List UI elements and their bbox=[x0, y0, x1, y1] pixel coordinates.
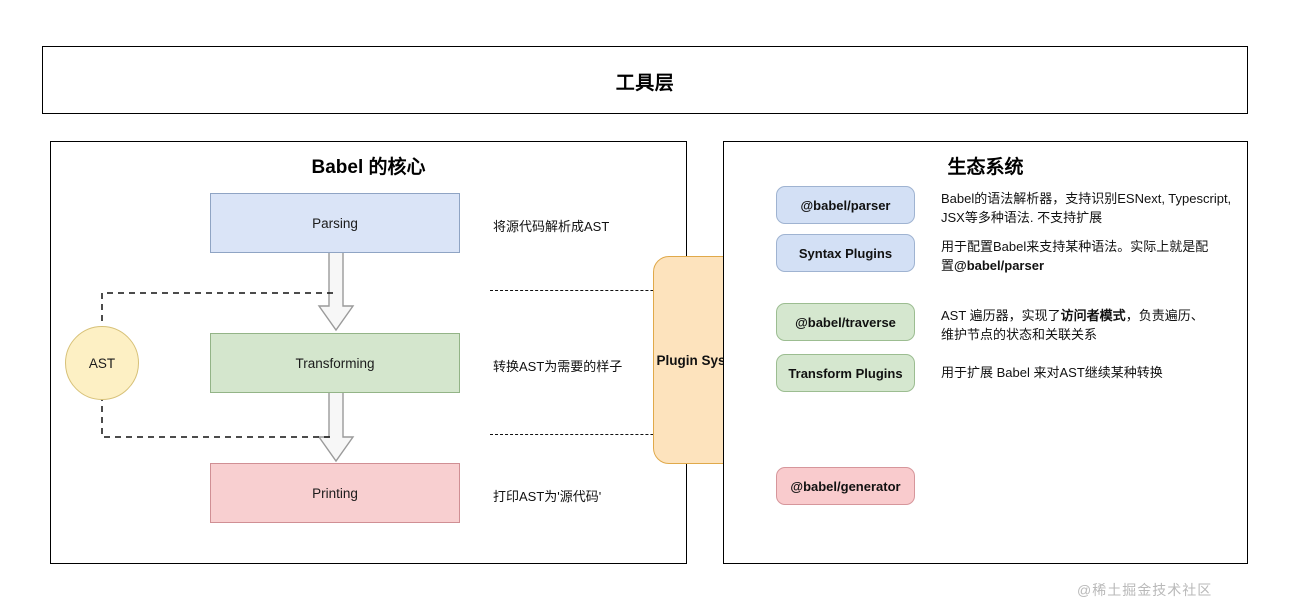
desc-line-1: 用于扩展 Babel 来对AST继续某种转换 bbox=[941, 365, 1163, 380]
step-box-transforming[interactable]: Transforming bbox=[210, 333, 460, 393]
desc-line-2-prefix: 置 bbox=[941, 258, 955, 273]
ecosystem-title: 生态系统 bbox=[947, 157, 1024, 178]
step-label-transforming: Transforming bbox=[295, 355, 375, 371]
arrow-parsing-to-transforming bbox=[316, 251, 356, 334]
ecosystem-pill-babel-traverse[interactable]: @babel/traverse bbox=[776, 303, 915, 341]
ecosystem-pill-babel-generator[interactable]: @babel/generator bbox=[776, 467, 915, 505]
tool-layer-banner: 工具层 bbox=[42, 46, 1248, 114]
ecosystem-pill-label: Transform Plugins bbox=[788, 365, 903, 381]
desc-line-1: Babel的语法解析器，支持识别ESNext, Typescript, bbox=[941, 191, 1232, 206]
desc-line-1-part-b: ，负责遍历、 bbox=[1125, 308, 1204, 323]
desc-line-1-bold: 访问者模式 bbox=[1060, 308, 1126, 323]
ecosystem-pill-transform-plugins[interactable]: Transform Plugins bbox=[776, 354, 915, 392]
desc-line-1-part-a: AST 遍历器，实现了 bbox=[941, 308, 1061, 323]
ecosystem-pill-babel-parser[interactable]: @babel/parser bbox=[776, 186, 915, 224]
step-label-printing: Printing bbox=[312, 485, 358, 501]
desc-line-2: 维护节点的状态和关联关系 bbox=[941, 327, 1098, 342]
ecosystem-pill-label: @babel/generator bbox=[790, 478, 901, 494]
watermark: @稀土掘金技术社区 bbox=[1077, 582, 1213, 598]
ecosystem-pill-label: @babel/parser bbox=[800, 197, 891, 213]
step-label-parsing: Parsing bbox=[312, 215, 358, 231]
ecosystem-desc-syntax-plugins: 用于配置Babel来支持某种语法。实际上就是配 置@babel/parser bbox=[941, 237, 1241, 275]
tool-layer-title: 工具层 bbox=[615, 73, 675, 94]
desc-line-2-bold: @babel/parser bbox=[954, 258, 1045, 273]
ast-dashed-connectors bbox=[95, 290, 345, 440]
step-caption-parsing: 将源代码解析成AST bbox=[493, 219, 610, 234]
desc-line-2: JSX等多种语法. 不支持扩展 bbox=[941, 210, 1103, 225]
ast-node-label: AST bbox=[88, 355, 116, 371]
step-box-parsing[interactable]: Parsing bbox=[210, 193, 460, 253]
ast-node[interactable]: AST bbox=[65, 326, 139, 400]
ecosystem-desc-babel-traverse: AST 遍历器，实现了访问者模式，负责遍历、 维护节点的状态和关联关系 bbox=[941, 306, 1241, 344]
ecosystem-pill-label: @babel/traverse bbox=[795, 314, 896, 330]
desc-line-1: 用于配置Babel来支持某种语法。实际上就是配 bbox=[941, 239, 1209, 254]
step-box-printing[interactable]: Printing bbox=[210, 463, 460, 523]
babel-core-title: Babel 的核心 bbox=[311, 157, 426, 178]
step-caption-printing: 打印AST为'源代码' bbox=[493, 489, 602, 504]
ecosystem-pill-label: Syntax Plugins bbox=[798, 245, 893, 261]
ecosystem-pill-syntax-plugins[interactable]: Syntax Plugins bbox=[776, 234, 915, 272]
desc-line-2: 置@babel/parser bbox=[941, 256, 1241, 275]
ecosystem-desc-transform-plugins: 用于扩展 Babel 来对AST继续某种转换 bbox=[941, 363, 1241, 382]
step-caption-transforming: 转换AST为需要的样子 bbox=[493, 359, 623, 374]
desc-line-1: AST 遍历器，实现了访问者模式，负责遍历、 bbox=[941, 306, 1241, 325]
ecosystem-desc-babel-parser: Babel的语法解析器，支持识别ESNext, Typescript, JSX等… bbox=[941, 189, 1241, 227]
